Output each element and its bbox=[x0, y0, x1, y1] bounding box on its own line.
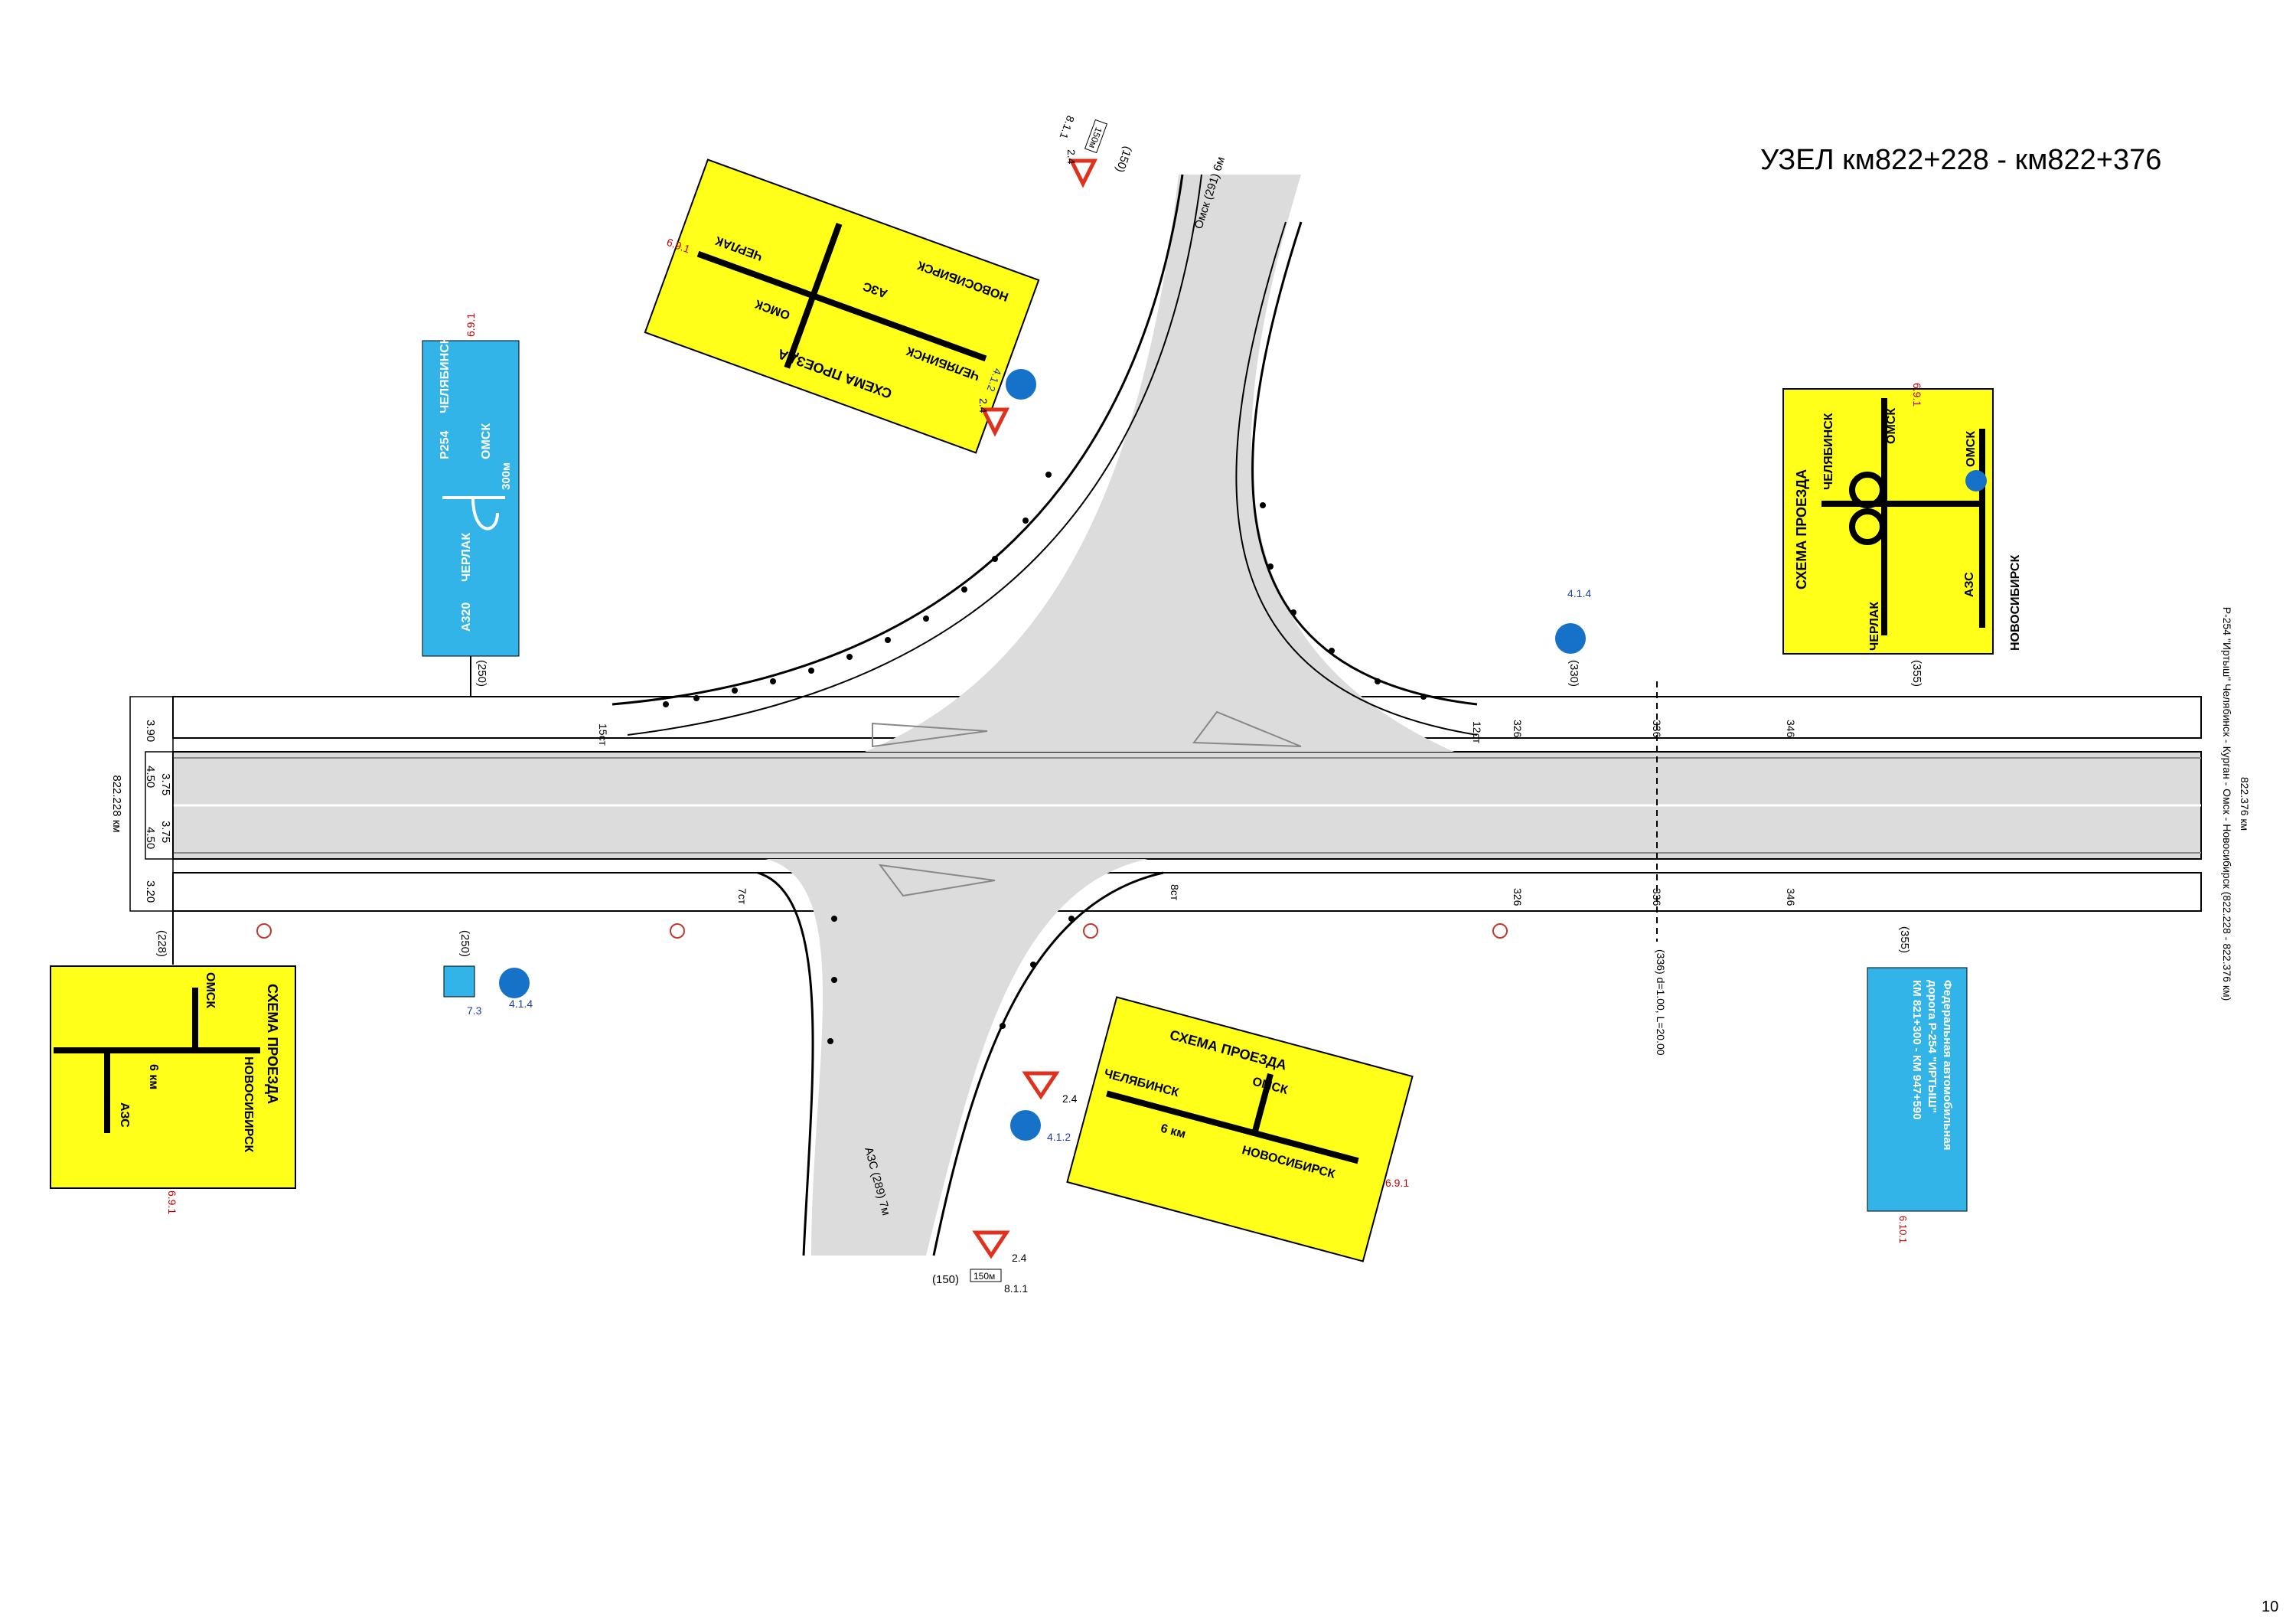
lighting-marks bbox=[256, 923, 1508, 939]
drawing-title: УЗЕЛ км822+228 - км822+376 bbox=[1760, 144, 2162, 176]
page-number: 10 bbox=[2262, 1599, 2279, 1615]
code-24-n2: 2.4 bbox=[977, 398, 990, 413]
code-414-bottom: 4.1.4 bbox=[509, 998, 533, 1010]
picket-326-bottom: 326 bbox=[1512, 888, 1524, 906]
width-4: 3.75 bbox=[159, 821, 172, 843]
left-sign-omsk: ОМСК bbox=[204, 972, 217, 1008]
chainage-top-left: (250) bbox=[475, 660, 488, 687]
right-sign-omsk2: ОМСК bbox=[1965, 431, 1978, 467]
blue-city1: ЧЕЛЯБИНСК bbox=[439, 336, 452, 413]
left-sign-title: СХЕМА ПРОЕЗДА bbox=[265, 984, 280, 1104]
chainage-bottom-right: (355) bbox=[1898, 926, 1911, 953]
small-signs: 2.4 2.4 4.1.2 4.1.4 2.4 4.1.2 2.4 150м 8… bbox=[443, 114, 1591, 1295]
info-title-2: дорога Р-254 "ИРТЫШ" bbox=[1926, 980, 1939, 1113]
road-label: Р-254 "Иртыш" Челябинск - Курган - Омск … bbox=[2221, 607, 2233, 1001]
picket-12st: 12ст bbox=[1471, 721, 1483, 744]
left-sign-azs: АЗС bbox=[118, 1102, 131, 1128]
chainage-top-mid: (330) bbox=[1567, 660, 1580, 687]
code-811-n: 8.1.1 bbox=[1057, 114, 1077, 141]
top-yellow-scheme-sign: СХЕМА ПРОЕЗДА ОМСК ЧЕЛЯБИНСК ЧЕРЛАК АЗС … bbox=[644, 158, 1040, 454]
blue-road2: А320 bbox=[460, 603, 473, 632]
info-sign-code: 6.10.1 bbox=[1897, 1216, 1909, 1243]
code-412-s: 4.1.2 bbox=[1047, 1131, 1071, 1143]
left-sign-nsk: НОВОСИБИРСК bbox=[242, 1056, 255, 1152]
left-yellow-scheme-sign: СХЕМА ПРОЕЗДА ОМСК НОВОСИБИРСК 6 км АЗС … bbox=[50, 965, 296, 1214]
chainage-south-ramp: (150) bbox=[932, 1273, 959, 1286]
bottom-yellow-scheme-sign: СХЕМА ПРОЕЗДА ОМСК ЧЕЛЯБИНСК 6 км НОВОСИ… bbox=[1066, 996, 1414, 1262]
picket-8st: 8ст bbox=[1169, 884, 1181, 901]
right-sign-nsk: НОВОСИБИРСК bbox=[2009, 555, 2022, 651]
picket-346-top: 346 bbox=[1785, 720, 1797, 738]
blue-city2: ЧЕРЛАК bbox=[460, 533, 473, 582]
bottom-sign-code: 6.9.1 bbox=[1385, 1177, 1409, 1189]
blue-city3: ОМСК bbox=[480, 423, 493, 459]
info-km: КМ 821+300 - КМ 947+590 bbox=[1910, 980, 1923, 1120]
km-start: 822.228 км bbox=[110, 775, 123, 832]
info-title-1: Федеральная автомобильная bbox=[1941, 980, 1954, 1151]
blue-sign-code: 6.9.1 bbox=[465, 313, 477, 337]
chainage-north-ramp: (150) bbox=[1113, 145, 1134, 175]
picket-336-top: 336 bbox=[1651, 720, 1663, 738]
km-end: 822.376 км bbox=[2239, 777, 2251, 831]
code-24-s2: 2.4 bbox=[1012, 1252, 1027, 1264]
width-1: 3.90 bbox=[144, 720, 157, 742]
right-sign-title: СХЕМА ПРОЕЗДА bbox=[1794, 469, 1809, 589]
width-2: 4.50 bbox=[144, 766, 157, 788]
blue-road1: Р254 bbox=[439, 431, 452, 459]
width-3: 3.75 bbox=[159, 773, 172, 795]
width-5: 4.50 bbox=[144, 827, 157, 849]
chainage-bottom-left: (228) bbox=[155, 930, 168, 957]
right-sign-azs: АЗС bbox=[1963, 572, 1976, 597]
chainage-top-right: (355) bbox=[1910, 660, 1923, 687]
code-24-s: 2.4 bbox=[1062, 1092, 1078, 1105]
picket-7st: 7ст bbox=[736, 888, 748, 905]
right-sign-cherlak: ЧЕРЛАК bbox=[1868, 602, 1881, 651]
right-yellow-scheme-sign: СХЕМА ПРОЕЗДА ЧЕЛЯБИНСК ОМСК ОМСК ЧЕРЛАК… bbox=[1782, 383, 2022, 655]
blue-dist: 300м bbox=[500, 462, 513, 490]
roadway bbox=[129, 174, 2202, 1256]
picket-336-bottom: 336 bbox=[1651, 888, 1663, 906]
right-sign-omsk1: ОМСК bbox=[1885, 408, 1898, 444]
plate-150-s: 150м bbox=[974, 1271, 995, 1282]
right-sign-chel: ЧЕЛЯБИНСК bbox=[1822, 413, 1835, 490]
road-info-sign: Федеральная автомобильная дорога Р-254 "… bbox=[1867, 967, 1968, 1243]
picket-326-top: 326 bbox=[1512, 720, 1524, 738]
picket-346-bottom: 346 bbox=[1785, 888, 1797, 906]
width-6: 3.20 bbox=[144, 880, 157, 903]
code-414-top: 4.1.4 bbox=[1567, 587, 1591, 599]
chainage-bottom-mid: (250) bbox=[458, 930, 471, 957]
picket-15st: 15ст bbox=[597, 723, 609, 746]
blue-direction-sign: Р254 ЧЕЛЯБИНСК А320 ЧЕРЛАК ОМСК 300м 6.9… bbox=[422, 313, 520, 697]
left-sign-code: 6.9.1 bbox=[166, 1190, 178, 1214]
left-sign-dist: 6 км bbox=[147, 1064, 160, 1089]
right-sign-code: 6.9.1 bbox=[1911, 383, 1923, 407]
culvert-label: (336) d=1.00, L=20.00 bbox=[1655, 949, 1667, 1056]
code-24-n: 2.4 bbox=[1065, 149, 1078, 165]
code-811-s: 8.1.1 bbox=[1004, 1282, 1028, 1295]
code-73: 7.3 bbox=[467, 1004, 482, 1017]
